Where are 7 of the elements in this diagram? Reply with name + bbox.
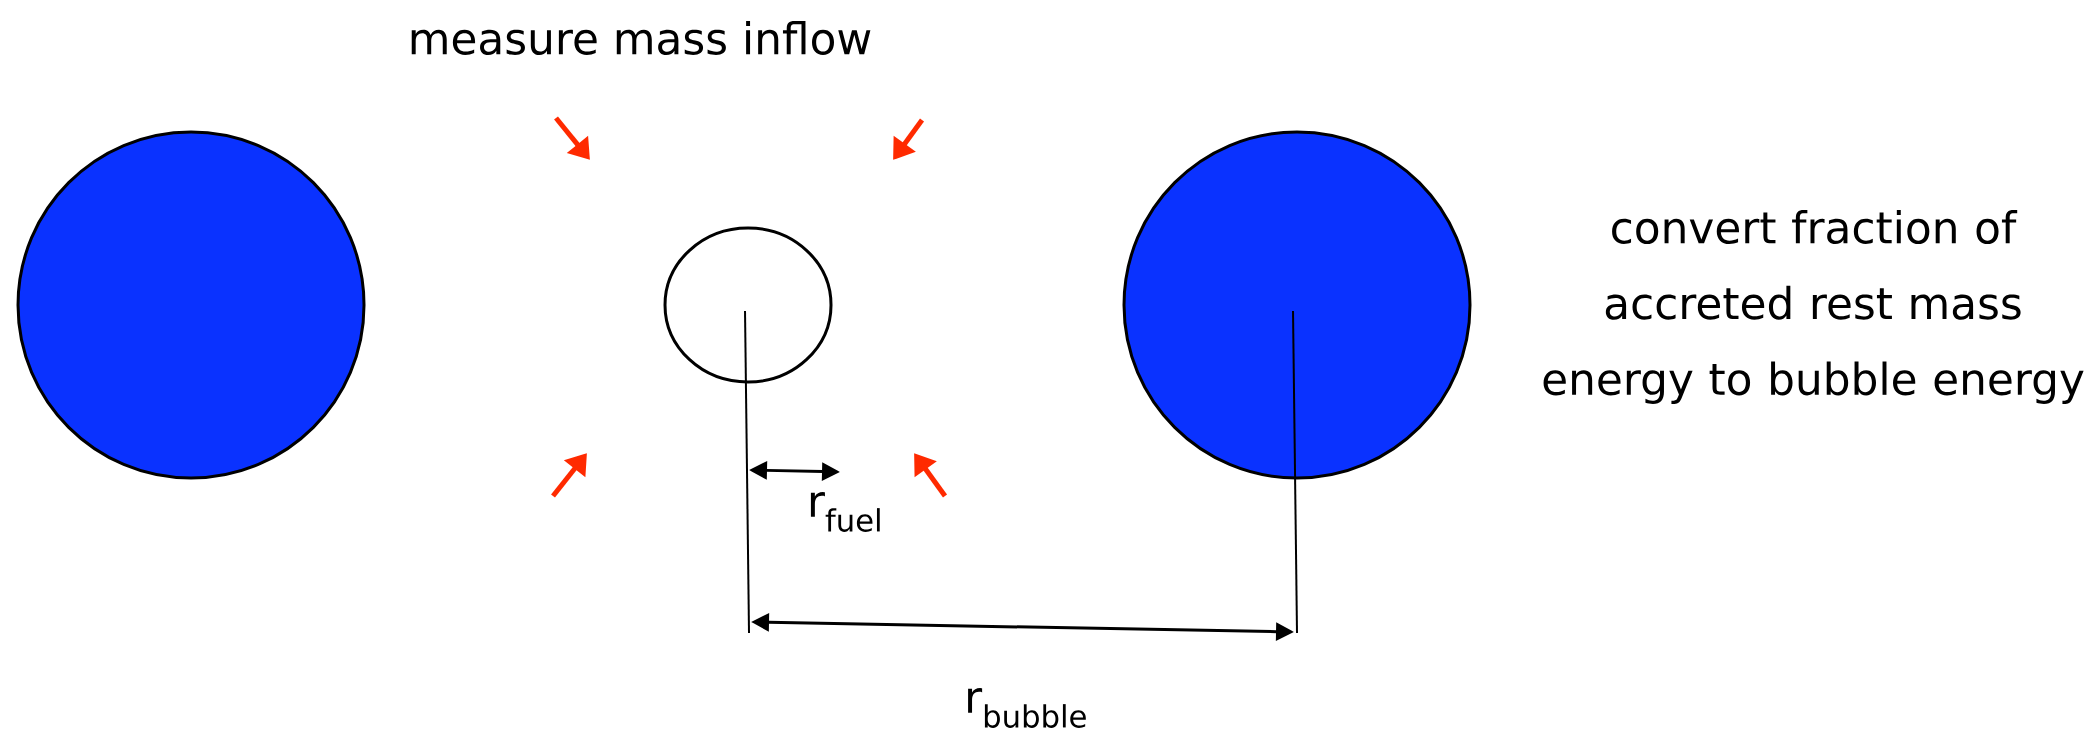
circle (663, 226, 833, 384)
label-text: measure mass inflow (411, 21, 871, 55)
circle (1122, 130, 1472, 480)
label-text: r$_{bubble}$ (968, 688, 1086, 728)
circle (16, 130, 366, 480)
label-text: convert fraction of accreted rest mass energy to bubble energy (1543, 210, 2084, 404)
label-text: r$_{fuel}$ (810, 492, 880, 532)
